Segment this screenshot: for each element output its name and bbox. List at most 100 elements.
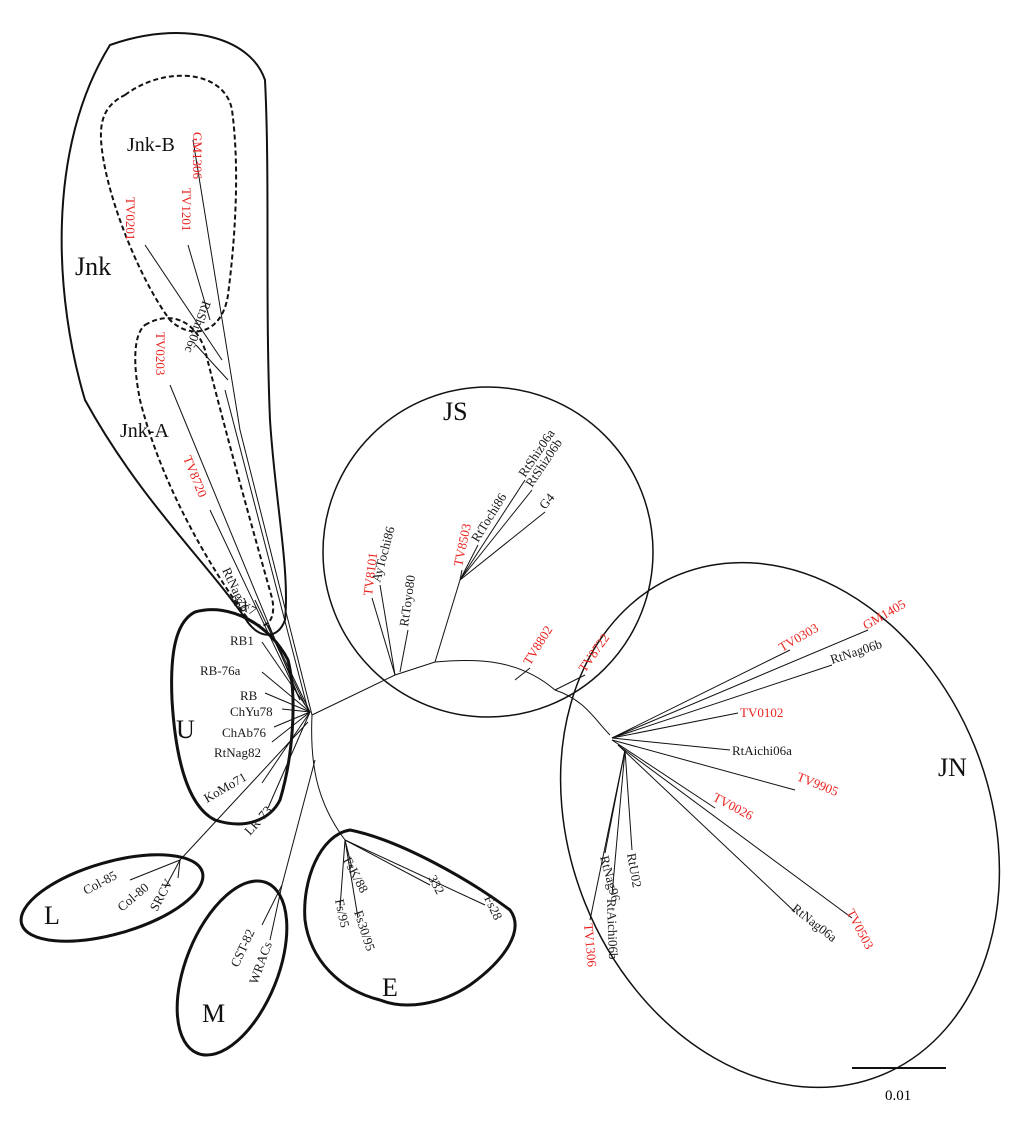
leaf-label: TV0102 (740, 705, 783, 720)
branch-rtnag82 (271, 711, 311, 743)
leaf-label: RtAichi06a (732, 743, 792, 758)
leaf-label: ChYu78 (230, 704, 273, 719)
l-group-label: L (44, 901, 60, 930)
leaf-label: RB (240, 688, 258, 703)
leaf-label: TV0303 (776, 620, 821, 655)
leaf-label: GM1306 (190, 132, 205, 179)
branch-tv0201 (144, 244, 223, 361)
branch-rb1 (261, 641, 311, 713)
branch-332 (344, 839, 431, 886)
branch-g4 (459, 511, 546, 581)
jnk-group-label: Jnk (75, 252, 111, 281)
branch-fs28 (344, 839, 486, 906)
m-stem (281, 759, 316, 886)
branch-gm1405 (611, 629, 869, 739)
branch-rttochi86 (459, 544, 479, 581)
jnk-b-group-outline (99, 74, 238, 333)
backbone-branch (311, 714, 346, 841)
branch-srcv (177, 859, 181, 879)
jn-group-outline (559, 561, 1001, 1089)
branch-tv9905 (611, 739, 796, 791)
branch-jnk-extra (224, 389, 309, 711)
jnk-a-group-outline (134, 317, 275, 627)
js-group-outline (322, 386, 654, 718)
branch-rttoyo80 (399, 629, 409, 673)
leaf-label: RtNag06b (828, 636, 883, 667)
branch-fs95 (339, 839, 346, 909)
u-group-label: U (176, 715, 195, 744)
branch-rb76a (261, 671, 311, 713)
branch-sx7 (267, 624, 311, 713)
branch-tv1306 (589, 749, 626, 921)
leaf-label: KoMo71 (201, 769, 249, 805)
leaf-label: RB-76a (200, 663, 241, 678)
branch-rtaichi06b (611, 749, 626, 896)
leaf-label: 332 (425, 872, 447, 896)
leaf-label: RtU02 (624, 852, 645, 889)
leaf-label: TV1201 (179, 188, 194, 231)
leaf-label: RB1 (230, 633, 254, 648)
branch-rtnag76 (254, 599, 306, 706)
jnk-stem (239, 429, 313, 716)
leaf-label: Col-85 (80, 867, 119, 897)
l-stem (179, 721, 309, 861)
branch-rtshiz06b (459, 489, 533, 581)
m-group-label: M (202, 999, 225, 1028)
leaf-label: Fs/95 (332, 898, 353, 929)
branch-rtnag06b (611, 664, 833, 739)
branch-aytochi86 (379, 584, 396, 676)
leaf-label: TV9905 (795, 769, 841, 799)
branch-tv0026 (611, 739, 716, 809)
leaf-label: Col-80 (114, 880, 151, 915)
branch-tv8101 (371, 597, 396, 676)
branch-rtnag06a (617, 744, 796, 913)
backbone-branch (394, 661, 436, 676)
leaf-label: ChAb76 (222, 725, 267, 740)
branch-komo71 (261, 711, 311, 784)
jnk-group-outline (60, 32, 288, 636)
branch-gm1306 (192, 139, 241, 431)
branch-col85 (129, 859, 181, 881)
leaf-label: Fs28 (481, 893, 505, 922)
leaf-label: RtNag06a (789, 901, 840, 945)
jnk-a-group-label: Jnk-A (120, 420, 169, 442)
branch-fs3095 (344, 839, 359, 919)
backbone-branch (311, 674, 396, 716)
leaf-label: RtNag82 (214, 745, 261, 760)
leaf-label: RtAichi06b (604, 899, 621, 960)
leaf-label: TV0203 (153, 332, 168, 375)
leaf-label: SRCV (146, 876, 175, 914)
leaf-label: TV1306 (581, 923, 600, 968)
m-group-outline (175, 879, 289, 1057)
branch-rtshiz06c (195, 344, 229, 381)
branch-cst82 (261, 884, 283, 926)
leaf-label: TV8101 (360, 552, 380, 597)
jnk-b-group-label: Jnk-B (127, 134, 175, 156)
branch-rtshiz06a (459, 479, 526, 581)
e-group-label: E (382, 973, 398, 1002)
leaf-label: TV8722 (575, 631, 612, 675)
leaf-label: Fs30/95 (351, 908, 378, 952)
branch-tv0303 (611, 649, 791, 739)
js-group-label: JS (443, 397, 468, 426)
branch-col80 (164, 859, 181, 889)
branch-tv0102 (611, 712, 739, 739)
leaf-label: RtToyo80 (396, 574, 418, 627)
branch-wracs (269, 884, 283, 941)
leaf-label: RtNag96 (597, 854, 624, 904)
branch-tv8802 (514, 667, 531, 681)
leaf-label: TV0503 (843, 906, 877, 951)
branch-tv0503 (617, 744, 853, 919)
jn-group-label: JN (938, 753, 967, 782)
branch-chab76 (273, 711, 311, 728)
leaf-label: G4 (536, 490, 558, 512)
branch-tv1201 (187, 244, 211, 321)
branch-tv8722 (554, 674, 586, 691)
branch-chyu78 (281, 708, 311, 713)
branch-tv8720 (209, 509, 301, 701)
scale-bar-label: 0.01 (885, 1088, 911, 1104)
l-group-outline (19, 853, 205, 943)
branch-rtaichi06a (611, 737, 731, 751)
branch-rtu02 (624, 749, 633, 851)
